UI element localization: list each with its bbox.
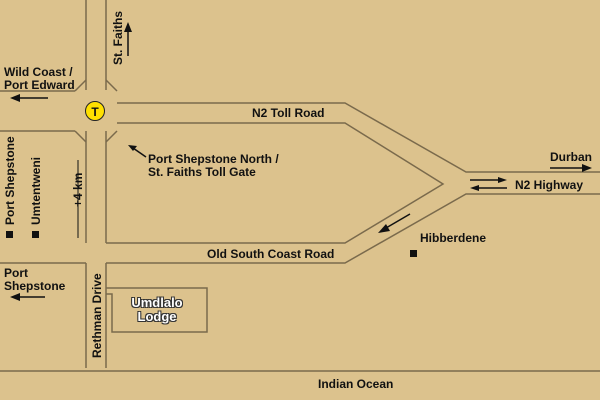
rethman-drive-label: Rethman Drive bbox=[90, 273, 104, 358]
n2-highway-label: N2 Highway bbox=[515, 178, 584, 192]
road-edge bbox=[105, 79, 118, 92]
port-label: Port bbox=[4, 266, 28, 280]
arrow-up-left-icon bbox=[132, 147, 147, 158]
square-point-icon bbox=[32, 231, 39, 238]
square-point-icon bbox=[6, 231, 13, 238]
port-edward-label: Port Edward bbox=[4, 78, 75, 92]
distance-label: +4 km bbox=[71, 172, 85, 207]
indian-ocean-label: Indian Ocean bbox=[318, 377, 394, 391]
road-edge bbox=[105, 130, 118, 143]
wild-coast-label: Wild Coast / bbox=[4, 65, 73, 79]
lodge-name-line2: Lodge bbox=[137, 309, 177, 324]
umdlalo-lodge-label[interactable]: Umdlalo Lodge bbox=[127, 296, 187, 324]
port-shepstone-vertical-label: Port Shepstone bbox=[3, 136, 17, 225]
arrow-left-icon-head bbox=[10, 293, 20, 301]
road-edge bbox=[74, 79, 87, 92]
road-edge bbox=[74, 130, 87, 143]
toll-gate-label-line2: St. Faiths Toll Gate bbox=[148, 165, 256, 179]
toll-icon: T bbox=[85, 101, 105, 121]
arrow-right-icon-head bbox=[498, 177, 507, 183]
shepstone-label: Shepstone bbox=[4, 279, 66, 293]
arrow-right-icon-head bbox=[582, 164, 592, 172]
old-south-coast-road-label: Old South Coast Road bbox=[207, 247, 335, 261]
arrow-down-left-icon-head bbox=[378, 224, 390, 233]
hibberdene-label: Hibberdene bbox=[420, 231, 487, 245]
arrow-down-left-icon bbox=[385, 213, 411, 229]
arrow-left-icon-head bbox=[470, 185, 479, 191]
n2-toll-road-label: N2 Toll Road bbox=[252, 106, 325, 120]
st-faiths-label: St. Faiths bbox=[111, 10, 125, 65]
road-edge bbox=[106, 122, 445, 244]
durban-label: Durban bbox=[550, 150, 592, 164]
square-point-icon bbox=[410, 250, 417, 257]
lodge-outline bbox=[106, 287, 208, 333]
toll-gate-label-line1: Port Shepstone North / bbox=[148, 152, 279, 166]
arrow-up-left-icon-head bbox=[128, 145, 137, 151]
arrow-left-icon-head bbox=[10, 94, 20, 102]
road-edge bbox=[117, 102, 600, 173]
lodge-name-line1: Umdlalo bbox=[131, 295, 183, 310]
umtentweni-label: Umtentweni bbox=[29, 156, 43, 225]
road-edge bbox=[106, 193, 600, 264]
arrow-up-icon-head bbox=[124, 22, 132, 32]
